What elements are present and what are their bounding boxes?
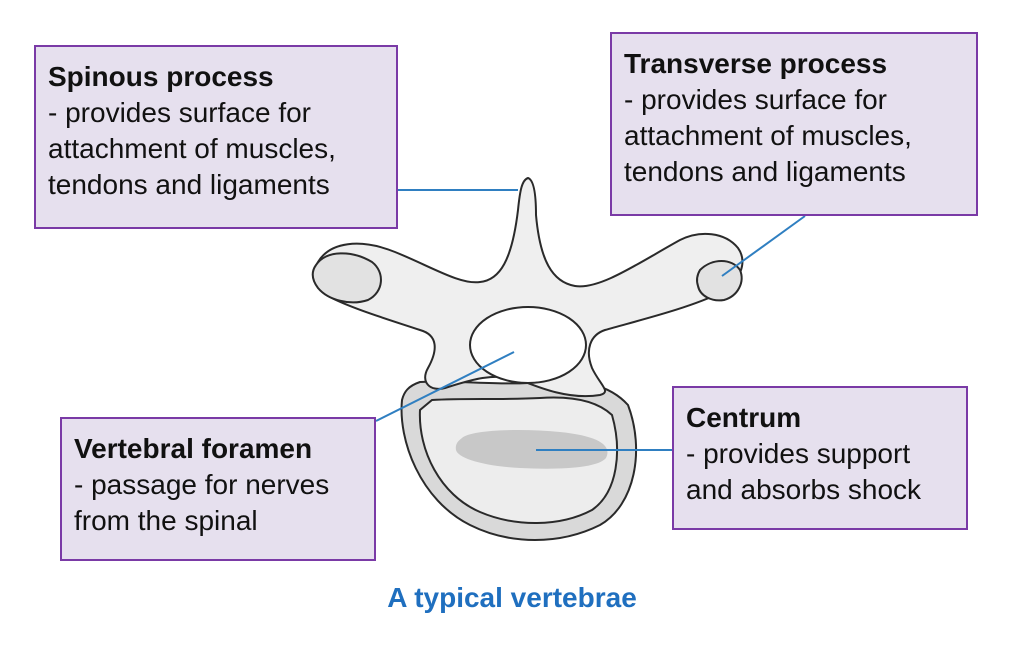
vertebral-foramen <box>469 306 587 384</box>
foramen-line-2: from the spinal <box>74 505 258 536</box>
centrum-title: Centrum <box>686 402 802 433</box>
spinous-title: Spinous process <box>48 61 274 92</box>
spinous-line-3: tendons and ligaments <box>48 169 330 200</box>
centrum-highlight <box>455 430 608 469</box>
leader-foramen <box>375 351 515 422</box>
foramen-title: Vertebral foramen <box>74 433 313 464</box>
label-vertebral-foramen: Vertebral foramen - passage for nerves f… <box>60 417 376 561</box>
foramen-line-1: - passage for nerves <box>74 469 330 500</box>
diagram-caption: A typical vertebrae <box>387 582 637 613</box>
centrum-line-2: and absorbs shock <box>686 474 922 505</box>
left-transverse-tip <box>311 252 382 304</box>
transverse-line-3: tendons and ligaments <box>624 156 906 187</box>
transverse-line-1: - provides surface for <box>624 84 887 115</box>
label-spinous-process: Spinous process - provides surface for a… <box>34 45 398 229</box>
transverse-line-2: attachment of muscles, <box>624 120 912 151</box>
spinous-line-1: - provides surface for <box>48 97 311 128</box>
label-centrum: Centrum - provides support and absorbs s… <box>672 386 968 530</box>
centrum-line-1: - provides support <box>686 438 911 469</box>
spinous-line-2: attachment of muscles, <box>48 133 336 164</box>
transverse-title: Transverse process <box>624 48 888 79</box>
leader-transverse <box>721 215 806 277</box>
label-transverse-process: Transverse process - provides surface fo… <box>610 32 978 216</box>
